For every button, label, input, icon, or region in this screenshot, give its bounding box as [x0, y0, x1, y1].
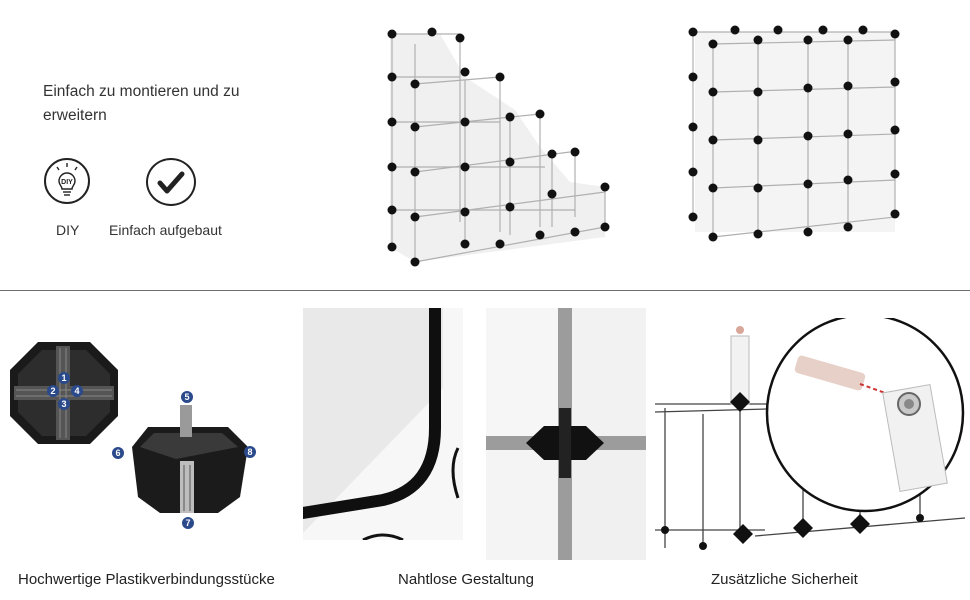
caption-safety: Zusätzliche Sicherheit [711, 571, 858, 588]
seamless-joint-photo [486, 308, 646, 560]
feature-label-easy: Einfach aufgebaut [109, 222, 222, 238]
shelf-grid-image [688, 25, 900, 242]
connector-number-7: 7 [185, 518, 190, 528]
connector-number-3: 3 [61, 399, 66, 409]
shelf-staircase-image [387, 27, 610, 267]
caption-seamless: Nahtlose Gestaltung [398, 571, 534, 588]
connector-number-2: 2 [50, 386, 55, 396]
connector-top-image: 1 2 3 4 [10, 342, 118, 444]
connector-number-5: 5 [184, 392, 189, 402]
connector-number-6: 6 [115, 448, 120, 458]
seamless-panel-photo [303, 308, 463, 540]
caption-connectors: Hochwertige Plastikverbindungsstücke [18, 571, 275, 588]
headline: Einfach zu montieren und zu erweitern [43, 83, 240, 124]
wall-anchor-photo [655, 318, 970, 563]
feature-label-diy: DIY [56, 222, 80, 238]
connector-number-8: 8 [247, 447, 252, 457]
section-divider [0, 290, 970, 291]
connector-side-image: 5 6 7 8 [112, 391, 256, 529]
connector-number-1: 1 [61, 373, 66, 383]
connector-number-4: 4 [74, 386, 79, 396]
diy-badge-text: DIY [61, 179, 73, 186]
checkmark-icon [146, 158, 196, 206]
diy-bulb-icon: DIY [44, 158, 90, 204]
